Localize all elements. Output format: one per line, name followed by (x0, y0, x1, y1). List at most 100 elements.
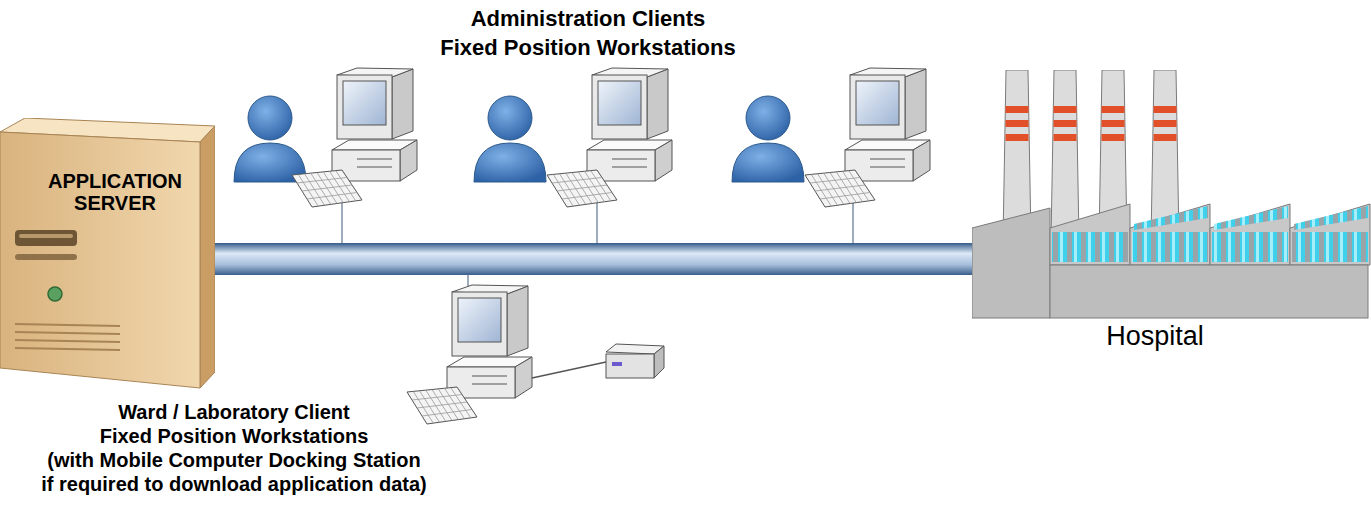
workstation-computer (612, 159, 647, 160)
workstation-computer (849, 171, 869, 201)
workstation-computer (407, 387, 477, 424)
hospital-building (1006, 134, 1029, 141)
workstation-computer (805, 68, 930, 207)
workstation-computer (451, 388, 471, 418)
drop-line (341, 200, 343, 244)
bus-outline (215, 243, 972, 275)
server-box: APPLICATION SERVER (0, 118, 215, 390)
workstation-computer (515, 357, 532, 398)
workstation-computer (472, 376, 507, 377)
workstation-computer (452, 292, 507, 356)
docking-station (532, 344, 664, 378)
hospital-building (1006, 106, 1029, 113)
server-tower (15, 332, 120, 334)
user-icon (234, 96, 306, 182)
server-tower (15, 348, 120, 350)
workstation-computer (805, 170, 875, 207)
server-tower (15, 340, 120, 342)
workstation-computer (336, 171, 356, 201)
hospital-building (1154, 106, 1177, 113)
workstation-computer (850, 75, 905, 139)
text-line: Fixed Position Workstations (440, 33, 735, 62)
text-line: SERVER (25, 192, 205, 214)
hospital-building (1050, 204, 1130, 265)
workstation-computer (592, 75, 647, 139)
hospital-building (1134, 206, 1208, 230)
user-icon (474, 143, 546, 182)
workstation-computer (547, 170, 617, 207)
hospital-box: Hospital (972, 70, 1371, 370)
text-line: Fixed Position Workstations (41, 424, 427, 448)
workstation-computer (913, 140, 930, 181)
text-line: APPLICATION (25, 170, 205, 192)
server-tower (15, 230, 77, 246)
text-line: Hospital (1075, 320, 1235, 352)
workstation-computer (870, 167, 905, 168)
user-icon (732, 96, 804, 182)
server-tower (15, 254, 77, 260)
server-tower (15, 324, 120, 326)
hospital-building (1154, 120, 1177, 127)
user-icon (488, 96, 532, 140)
hospital-building (1212, 232, 1288, 262)
workstation-computer (357, 159, 392, 160)
user-icon (746, 96, 790, 140)
text-line: Ward / Laboratory Client (41, 400, 427, 424)
hospital-building (1052, 232, 1128, 262)
drop-line (852, 200, 854, 244)
workstation-computer (458, 298, 501, 342)
server-tower (48, 287, 62, 301)
workstation-computer (337, 75, 392, 139)
hospital-building (1102, 134, 1125, 141)
text-line: (with Mobile Computer Docking Station (41, 448, 427, 472)
docking-station (612, 362, 622, 366)
hospital-building (1050, 265, 1368, 318)
hospital-building (1051, 70, 1079, 240)
server-tower (0, 118, 215, 390)
network-bus (215, 245, 972, 274)
server-tower (200, 126, 215, 388)
hospital-building (1054, 120, 1077, 127)
hospital-building (1290, 204, 1370, 265)
workstation-computer (472, 384, 507, 385)
server-tower (15, 324, 120, 350)
hospital-building (1210, 204, 1290, 265)
workstation-computer (292, 170, 362, 207)
workstation-computer (392, 69, 413, 139)
text-line: if required to download application data… (41, 472, 427, 496)
client-caption: Ward / Laboratory Client Fixed Position … (41, 400, 427, 496)
hospital-building (1292, 232, 1368, 262)
workstation-computer (905, 69, 926, 139)
workstation-computer (655, 140, 672, 181)
workstation-computer (598, 81, 641, 125)
hospital-building (1132, 232, 1208, 262)
workstation-computer (343, 81, 386, 125)
workstation-computer (591, 171, 611, 201)
hospital-building (1102, 120, 1125, 127)
hospital-building (1054, 134, 1077, 141)
workstation-computer (400, 140, 417, 181)
hospital-building (1006, 120, 1029, 127)
workstation-computer (647, 69, 668, 139)
workstation-computer (612, 167, 647, 168)
hospital-building (1130, 204, 1210, 265)
hospital-building (1102, 106, 1125, 113)
hospital-building (1054, 106, 1077, 113)
user-icon (248, 96, 292, 140)
workstation-computer (407, 285, 532, 424)
server-name: APPLICATION SERVER (25, 170, 205, 214)
hospital-building (1214, 206, 1288, 230)
workstation-computer (856, 81, 899, 125)
docking-station (606, 354, 654, 378)
text-line: Administration Clients (440, 4, 735, 33)
workstation-computer (547, 68, 672, 207)
docking-station (654, 346, 664, 378)
workstation-computer (292, 68, 417, 207)
docking-station (532, 362, 606, 378)
hospital-building (1294, 206, 1368, 230)
group-heading: Administration Clients Fixed Position Wo… (440, 4, 735, 62)
network-bus (215, 259, 972, 260)
server-tower (19, 234, 73, 238)
drop-line (596, 200, 598, 244)
